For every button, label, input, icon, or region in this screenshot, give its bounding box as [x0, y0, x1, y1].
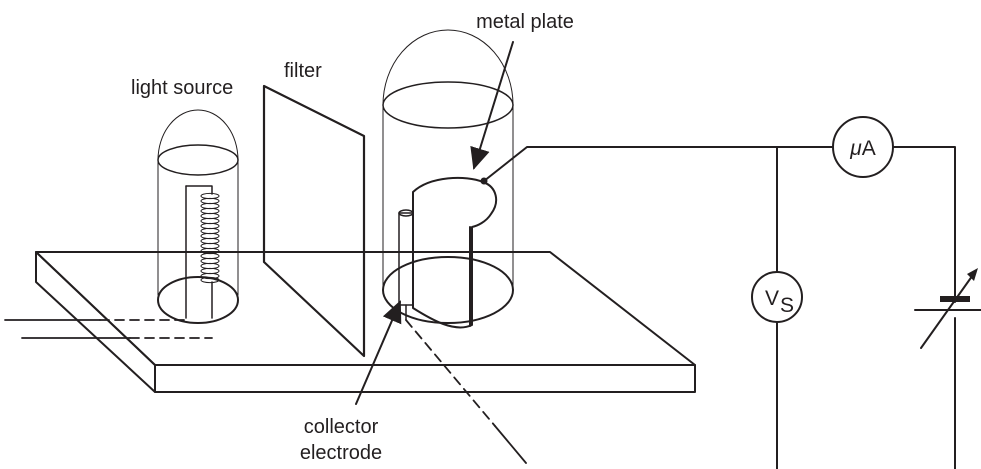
collector-electrode — [398, 209, 414, 321]
filter-label: filter — [284, 60, 322, 82]
ammeter-unit: A — [862, 137, 876, 160]
metal-plate-label: metal plate — [476, 11, 574, 33]
filter-plate — [262, 84, 366, 358]
base-board — [35, 251, 696, 393]
filament-coil — [200, 192, 220, 284]
ammeter: μA — [832, 116, 894, 178]
label-metal-plate: metal plate — [470, 11, 574, 170]
collector-label-line2: electrode — [300, 442, 382, 464]
collector-label-line1: collector — [304, 416, 379, 438]
voltmeter: V S — [751, 271, 803, 323]
light-source-label: light source — [131, 77, 233, 99]
svg-text:μA: μA — [849, 137, 876, 160]
light-source-bulb — [4, 109, 239, 339]
photocell-tube — [382, 29, 514, 324]
collector-lead — [405, 319, 527, 464]
voltmeter-subscript: S — [780, 294, 794, 317]
label-collector-electrode: collector electrode — [300, 300, 402, 464]
variable-cell — [914, 268, 981, 349]
external-circuit — [483, 146, 956, 469]
metal-plate — [412, 176, 498, 329]
ammeter-prefix: μ — [849, 137, 862, 160]
voltmeter-main: V — [765, 287, 779, 310]
